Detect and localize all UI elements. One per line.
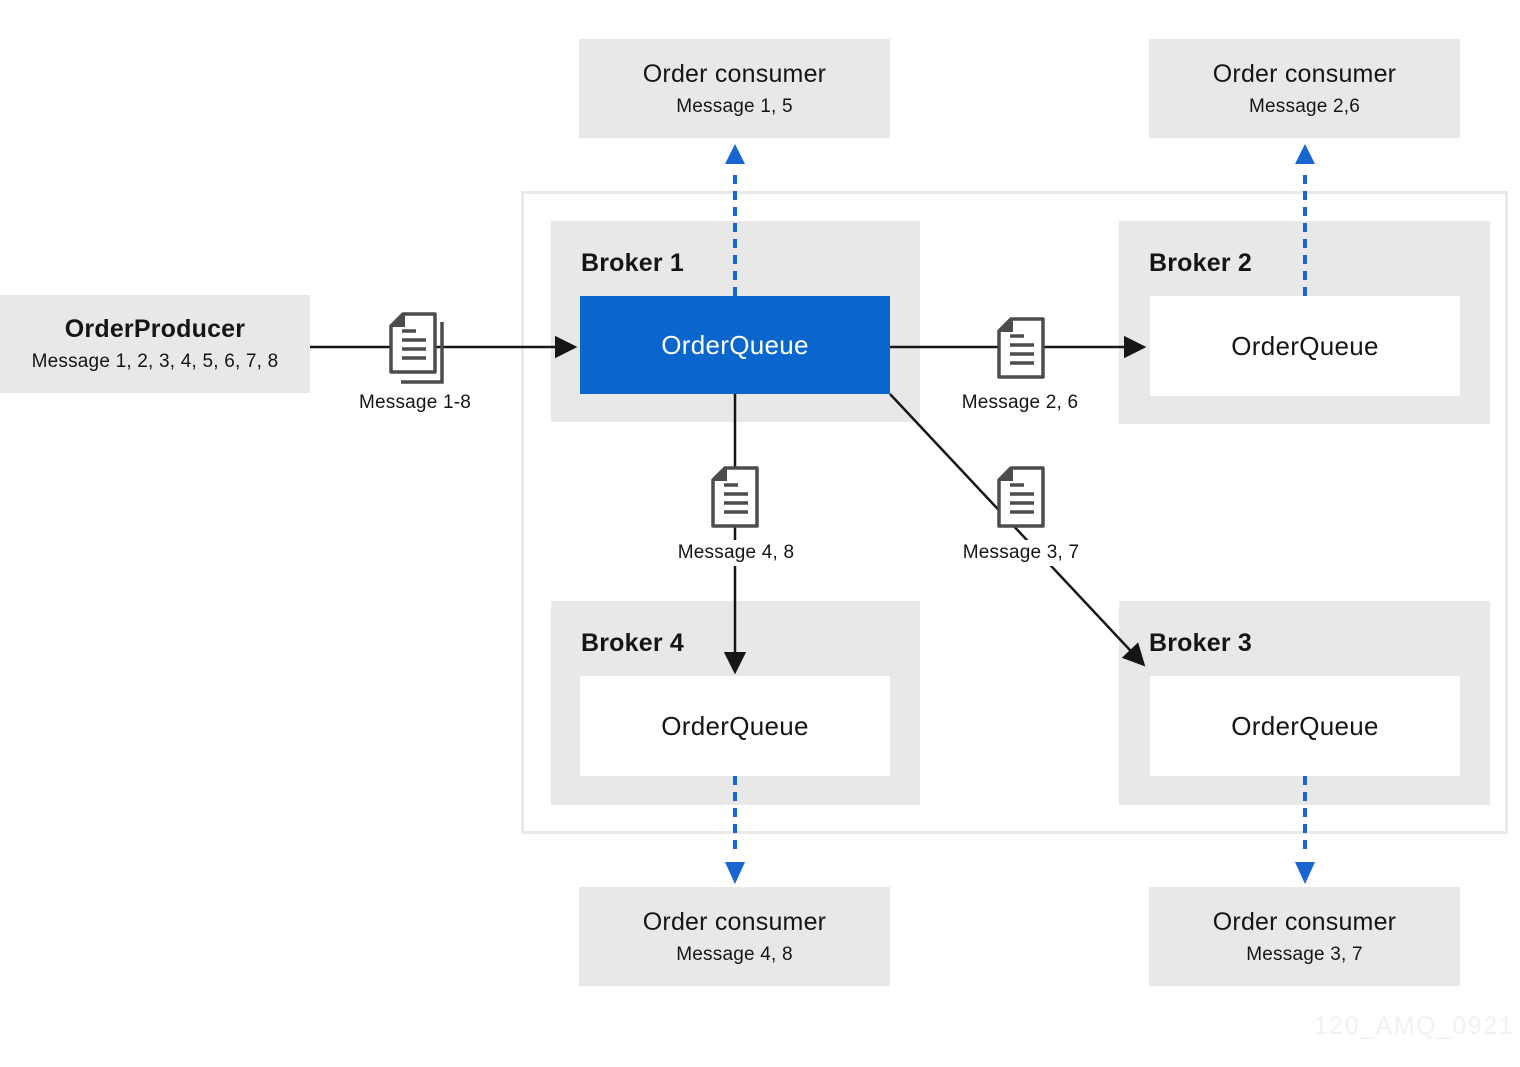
broker3-title: Broker 3 <box>1149 629 1253 657</box>
consumer-subtitle: Message 4, 8 <box>676 943 793 965</box>
broker2-title: Broker 2 <box>1149 249 1253 277</box>
broker3-orderqueue-label: OrderQueue <box>1231 710 1379 741</box>
broker2-orderqueue: OrderQueue <box>1150 296 1460 396</box>
arrowhead-down-icon <box>1295 862 1315 884</box>
arrowhead-up-icon <box>1295 144 1315 164</box>
consumer-subtitle: Message 2,6 <box>1249 95 1360 117</box>
consumer-title: Order consumer <box>642 59 827 88</box>
broker1-title: Broker 1 <box>581 249 685 277</box>
consumer-subtitle: Message 1, 5 <box>676 95 793 117</box>
label-message-3-7: Message 3, 7 <box>936 540 1106 566</box>
arrowhead-up-icon <box>725 144 745 164</box>
order-consumer-top-left-box: Order consumer Message 1, 5 <box>579 39 890 138</box>
order-producer-box: OrderProducer Message 1, 2, 3, 4, 5, 6, … <box>0 295 310 393</box>
order-producer-subtitle: Message 1, 2, 3, 4, 5, 6, 7, 8 <box>31 351 279 372</box>
broker3-orderqueue: OrderQueue <box>1150 676 1460 776</box>
messages-stack-icon <box>389 312 444 384</box>
label-message-2-6: Message 2, 6 <box>935 390 1105 416</box>
order-producer-title: OrderProducer <box>64 315 246 343</box>
order-consumer-top-right-box: Order consumer Message 2,6 <box>1149 39 1460 138</box>
broker1-orderqueue: OrderQueue <box>580 296 890 394</box>
consumer-subtitle: Message 3, 7 <box>1246 943 1363 965</box>
order-consumer-bottom-left-box: Order consumer Message 4, 8 <box>579 887 890 986</box>
consumer-title: Order consumer <box>1212 907 1397 936</box>
diagram-id-watermark: 120_AMQ_0921 <box>1313 1012 1514 1040</box>
broker4-title: Broker 4 <box>581 629 685 657</box>
broker4-orderqueue-label: OrderQueue <box>661 710 809 741</box>
consumer-title: Order consumer <box>642 907 827 936</box>
arrowhead-down-icon <box>725 862 745 884</box>
consumer-title: Order consumer <box>1212 59 1397 88</box>
label-message-4-8: Message 4, 8 <box>651 540 821 566</box>
broker4-orderqueue: OrderQueue <box>580 676 890 776</box>
label-message-1-8: Message 1-8 <box>330 390 500 416</box>
broker1-orderqueue-label: OrderQueue <box>661 329 809 360</box>
broker2-orderqueue-label: OrderQueue <box>1231 330 1379 361</box>
order-consumer-bottom-right-box: Order consumer Message 3, 7 <box>1149 887 1460 986</box>
